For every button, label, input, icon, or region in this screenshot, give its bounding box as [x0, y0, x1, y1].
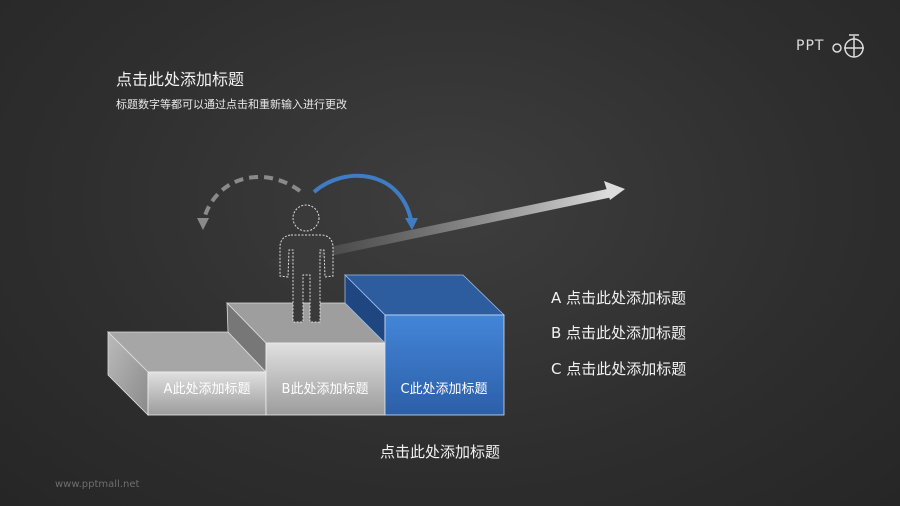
step-a[interactable]: A此处添加标题 [107, 331, 267, 416]
legend-item-c: C 点击此处添加标题 [551, 360, 687, 378]
page-title: 点击此处添加标题 [116, 70, 245, 89]
logo: PPT [796, 32, 870, 60]
page-subtitle: 标题数字等都可以通过点击和重新输入进行更改 [116, 98, 347, 111]
forward-arrow-head-icon [405, 218, 418, 230]
person-icon [279, 204, 334, 323]
footer-url[interactable]: www.pptmall.net [55, 479, 140, 490]
growth-arrow [264, 188, 611, 270]
step-a-label: A此处添加标题 [164, 382, 251, 397]
growth-arrow-head-icon [604, 181, 625, 200]
caption: 点击此处添加标题 [380, 443, 501, 461]
step-c[interactable]: C此处添加标题 [344, 274, 505, 416]
logo-mark-icon [832, 34, 864, 58]
step-b[interactable]: B此处添加标题 [226, 301, 386, 416]
forward-arc-arrow [312, 173, 413, 221]
step-b-label: B此处添加标题 [282, 382, 369, 397]
logo-text: PPT [796, 38, 825, 54]
back-arc-arrow [201, 175, 302, 223]
legend-item-b: B 点击此处添加标题 [551, 324, 687, 342]
back-arrow-head-icon [197, 218, 209, 230]
legend-item-a: A 点击此处添加标题 [551, 289, 687, 307]
step-c-label: C此处添加标题 [400, 382, 487, 397]
